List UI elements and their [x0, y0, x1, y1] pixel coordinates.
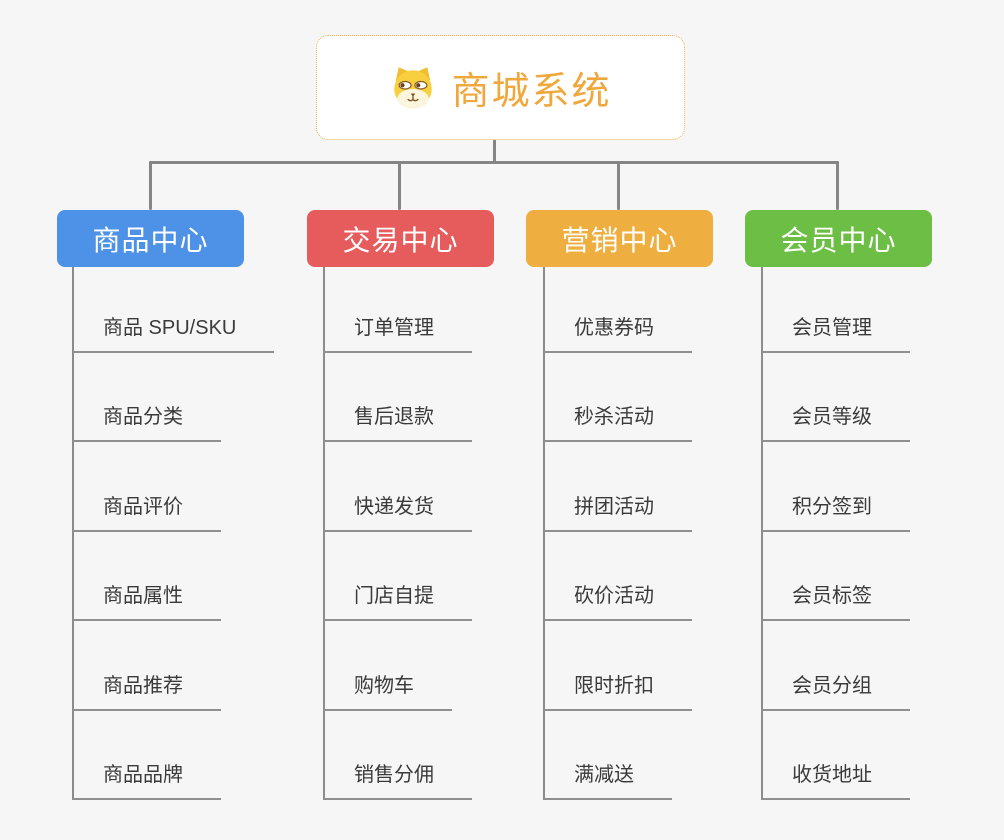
branch-children-line: [72, 267, 74, 800]
child-item[interactable]: 会员标签: [761, 582, 910, 621]
root-node[interactable]: 商城系统: [316, 35, 685, 140]
child-item[interactable]: 收货地址: [761, 761, 910, 800]
child-item[interactable]: 会员等级: [761, 403, 910, 442]
branch-marketing-center[interactable]: 营销中心: [526, 210, 713, 267]
dog-face-icon: [389, 65, 437, 110]
child-item[interactable]: 订单管理: [323, 314, 472, 353]
root-title: 商城系统: [451, 71, 612, 113]
child-item[interactable]: 商品 SPU/SKU: [72, 314, 275, 353]
connector-drop-member: [836, 161, 839, 210]
child-item[interactable]: 砍价活动: [543, 582, 692, 621]
branch-trade-center[interactable]: 交易中心: [307, 210, 494, 267]
child-item[interactable]: 商品品牌: [72, 761, 221, 800]
child-item[interactable]: 售后退款: [323, 403, 472, 442]
child-item[interactable]: 拼团活动: [543, 493, 692, 532]
child-item[interactable]: 会员管理: [761, 314, 910, 353]
child-item[interactable]: 秒杀活动: [543, 403, 692, 442]
branch-children-line: [761, 267, 763, 800]
child-item[interactable]: 限时折扣: [543, 672, 692, 711]
connector-drop-marketing: [617, 161, 620, 210]
child-item[interactable]: 购物车: [323, 672, 452, 711]
child-item[interactable]: 积分签到: [761, 493, 910, 532]
child-item[interactable]: 商品推荐: [72, 672, 221, 711]
child-item[interactable]: 满减送: [543, 761, 672, 800]
connector-root-stem: [493, 139, 496, 164]
child-item[interactable]: 商品属性: [72, 582, 221, 621]
branch-product-center[interactable]: 商品中心: [57, 210, 244, 267]
child-item[interactable]: 会员分组: [761, 672, 910, 711]
child-item[interactable]: 商品评价: [72, 493, 221, 532]
branch-children-line: [543, 267, 545, 800]
child-item[interactable]: 优惠券码: [543, 314, 692, 353]
branch-member-center[interactable]: 会员中心: [745, 210, 932, 267]
child-item[interactable]: 门店自提: [323, 582, 472, 621]
child-item[interactable]: 商品分类: [72, 403, 221, 442]
connector-bus-line: [149, 161, 839, 164]
branch-children-line: [323, 267, 325, 800]
connector-drop-trade: [398, 161, 401, 210]
child-item[interactable]: 销售分佣: [323, 761, 472, 800]
child-item[interactable]: 快递发货: [323, 493, 472, 532]
connector-drop-product: [149, 161, 152, 210]
